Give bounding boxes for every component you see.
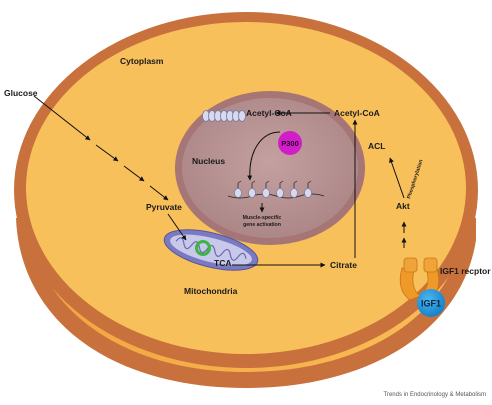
nucleus [175,91,365,245]
chromatin-open [227,180,325,199]
chromatin-condensed [202,110,246,122]
acetyl-coa-cytoplasm-label: Acetyl-CoA [334,108,380,118]
credit-text: Trends in Endocrinology & Metabolism [384,392,487,398]
muscle-gene-label-2: gene activation [243,222,281,228]
arrow-pyruvate-mito [167,213,187,241]
tca-label: TCA [214,258,231,268]
cytoplasm-label: Cytoplasm [120,56,164,66]
tca-cycle-icon [195,240,211,256]
nucleus-label: Nucleus [192,156,225,166]
muscle-gene-label-1: Muscle-specific [243,215,282,221]
p300-enzyme: P300 [278,131,302,155]
igf1-ligand: IGF1 [417,289,445,317]
citrate-label: Citrate [330,260,357,270]
igf1-label: IGF1 [421,299,441,309]
mitochondria-label: Mitochondria [184,286,238,296]
arrow-glucose-3 [123,165,145,182]
arrow-akt-acl [389,157,405,199]
arrow-acetylcoa-chromatin [247,131,281,181]
pathway-arrows [33,95,407,268]
igf1-receptor-label: IGF1 recptor [440,266,491,276]
akt-label: Akt [396,201,410,211]
acl-label: ACL [368,141,385,151]
mitochondrion [163,229,259,271]
arrow-glucose-4 [149,185,169,201]
arrow-glucose-1 [33,95,91,141]
acetyl-coa-nucleus-label: Acetyl-CoA [246,108,292,118]
pyruvate-label: Pyruvate [146,202,182,212]
arrow-glucose-2 [95,144,119,162]
p300-label: P300 [281,139,299,148]
nucleus-interior [182,98,358,238]
glucose-label: Glucose [4,88,38,98]
